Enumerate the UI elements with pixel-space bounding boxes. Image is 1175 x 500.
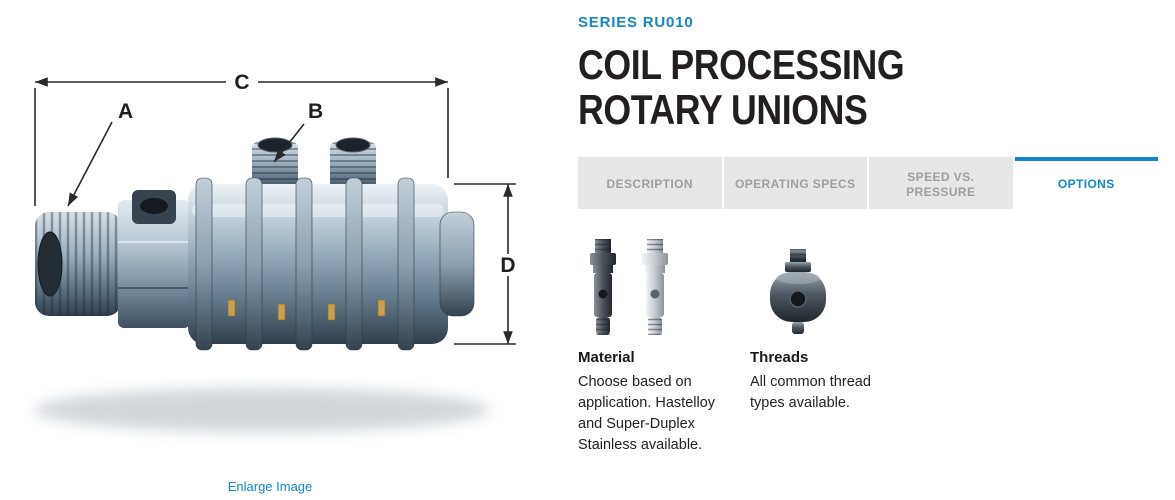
material-fittings-image: [590, 238, 668, 335]
round-fitting: [770, 248, 826, 334]
threads-fitting-image: [770, 248, 826, 334]
material-thumbnails: [578, 231, 724, 339]
label-a-leader: [67, 121, 113, 207]
dim-label-a: A: [118, 100, 133, 123]
option-material: Material Choose based on application. Ha…: [578, 231, 724, 456]
label-b-leader: [273, 123, 305, 163]
tab-description[interactable]: DESCRIPTION: [578, 156, 722, 209]
fitting-light: [642, 238, 668, 335]
dim-label-c: C: [234, 71, 249, 94]
threads-heading: Threads: [750, 348, 809, 366]
option-threads: Threads All common thread types availabl…: [750, 231, 874, 456]
tab-options[interactable]: OPTIONS: [1014, 156, 1158, 209]
page-title: COIL PROCESSING ROTARY UNIONS: [578, 41, 905, 133]
fitting-dark: [590, 238, 616, 335]
threads-thumbnail: [750, 231, 874, 339]
enlarge-image-link[interactable]: Enlarge Image: [227, 479, 313, 494]
rotary-union-illustration: C A B D: [34, 71, 516, 432]
product-info-panel: SERIES RU010 COIL PROCESSING ROTARY UNIO…: [578, 0, 1160, 500]
dim-label-d: D: [500, 254, 515, 277]
threads-text: All common thread types available.: [750, 373, 871, 411]
hex-adapter: [118, 190, 190, 328]
left-thread: [35, 212, 121, 316]
tab-bar: DESCRIPTION OPERATING SPECS SPEED VS. PR…: [578, 156, 1158, 209]
material-heading: Material: [578, 348, 635, 366]
material-text: Choose based on application. Hastelloy a…: [578, 373, 716, 453]
dimension-d: [454, 183, 516, 345]
part-shadow: [34, 388, 490, 432]
main-body: [188, 177, 475, 351]
dim-label-b: B: [308, 100, 323, 123]
options-content: Material Choose based on application. Ha…: [578, 209, 1160, 456]
product-diagram-panel: C A B D Enlarge Image: [0, 0, 572, 500]
tab-speed-vs-pressure[interactable]: SPEED VS. PRESSURE: [869, 156, 1013, 209]
tab-operating-specs[interactable]: OPERATING SPECS: [723, 156, 867, 209]
top-ports: [252, 137, 376, 192]
series-label: SERIES RU010: [578, 14, 694, 31]
dimension-c: [34, 77, 449, 206]
